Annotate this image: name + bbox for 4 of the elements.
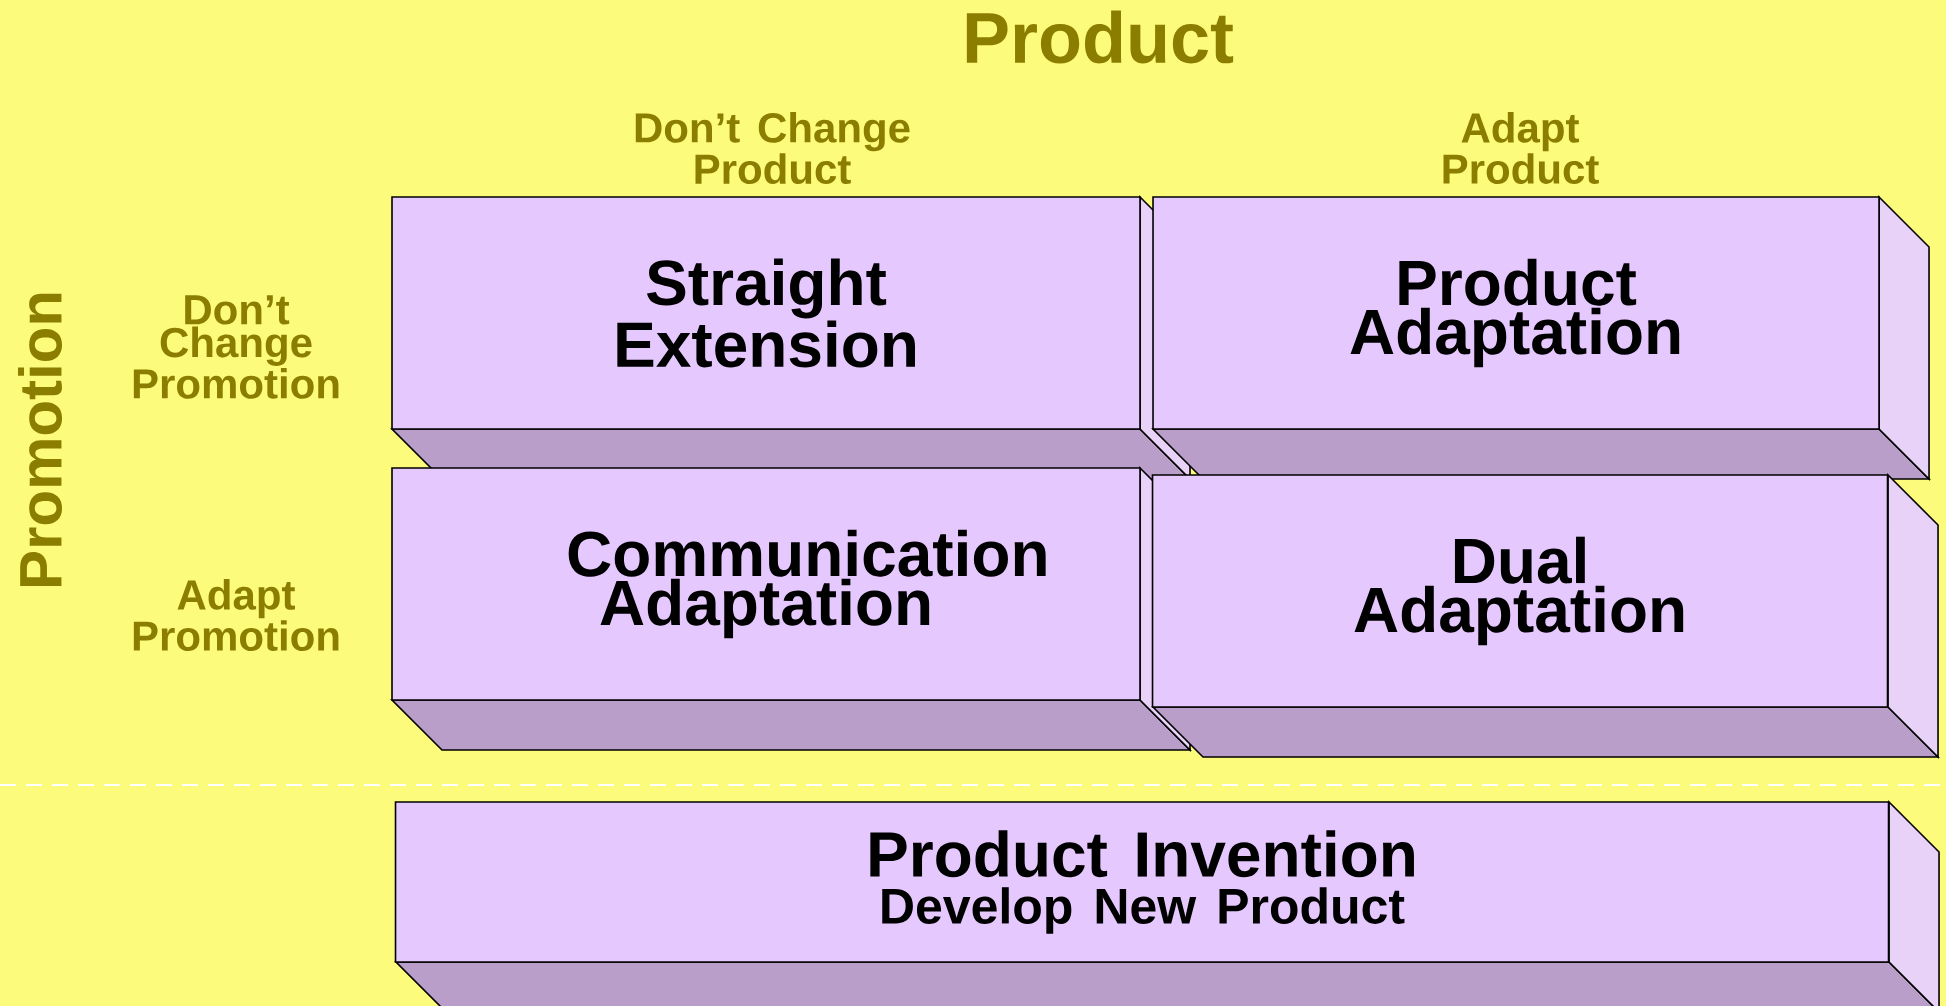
axis-label: Product xyxy=(966,10,1234,64)
axis-label: Adapt Promotion xyxy=(133,579,339,651)
axis-label: Promotion xyxy=(17,293,63,586)
axis-label: Don’t Change Promotion xyxy=(133,295,339,399)
